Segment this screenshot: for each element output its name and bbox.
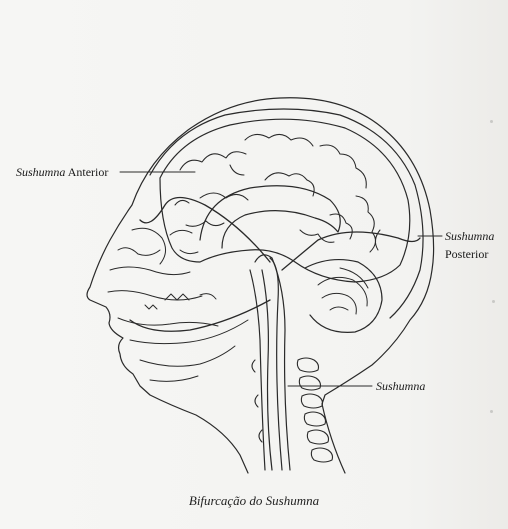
cerebellum — [305, 260, 382, 333]
label-sushumna-central: Sushumna — [376, 379, 425, 393]
label-anterior-name: Sushumna — [16, 165, 65, 179]
scan-speck — [492, 300, 495, 303]
skull-inner-line — [150, 109, 423, 318]
brain-gyri — [175, 134, 380, 252]
label-sushumna-posterior-name: Sushumna — [445, 229, 494, 243]
label-sushumna-anterior: Sushumna Anterior — [16, 165, 108, 179]
head-outline — [87, 98, 434, 473]
cerebrum-outline — [160, 119, 410, 282]
scan-speck — [490, 120, 493, 123]
scan-speck — [490, 410, 493, 413]
face-structures — [108, 228, 248, 381]
label-anterior-suffix: Anterior — [68, 165, 109, 179]
label-sushumna-posterior-suffix: Posterior — [445, 247, 488, 261]
spinal-cord — [250, 255, 290, 470]
figure-caption: Bifurcação do Sushumna — [0, 493, 508, 509]
